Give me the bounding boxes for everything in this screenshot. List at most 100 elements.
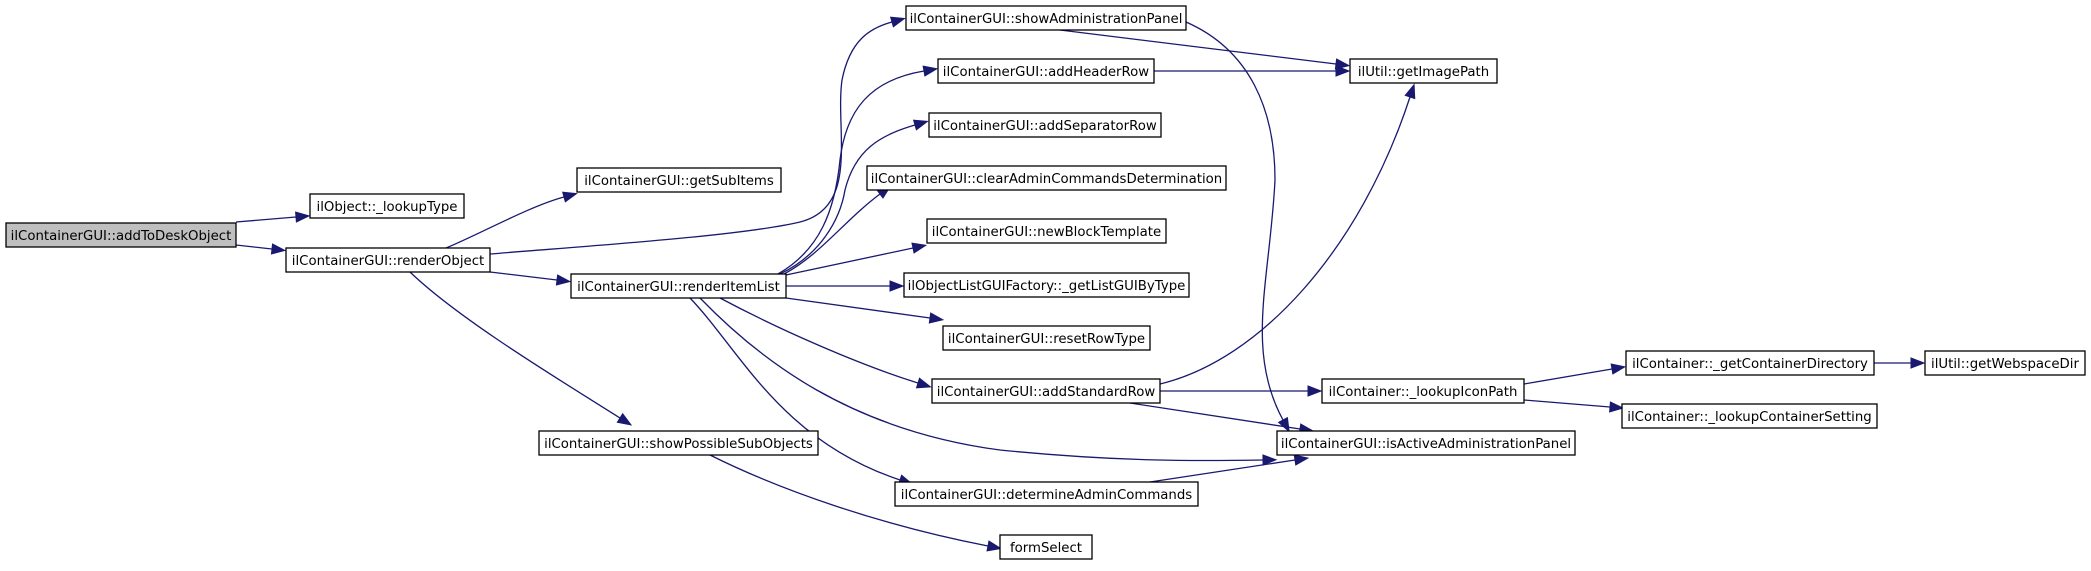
node-label: ilContainerGUI::isActiveAdministrationPa… bbox=[1281, 437, 1571, 452]
arrowhead-icon bbox=[889, 280, 905, 292]
node-label: ilContainerGUI::showPossibleSubObjects bbox=[544, 437, 813, 452]
edge-addToDeskObject-to-renderObject bbox=[235, 243, 287, 255]
edge-getContainerDirectory-to-getWebspaceDir bbox=[1874, 357, 1926, 369]
node-label: ilContainerGUI::getSubItems bbox=[584, 174, 774, 189]
node-box bbox=[1924, 350, 2086, 376]
arrowhead-icon bbox=[1404, 83, 1416, 100]
node-label: ilContainerGUI::addHeaderRow bbox=[943, 65, 1150, 80]
node-box bbox=[866, 165, 1227, 191]
node-getListGUIByType[interactable]: ilObjectListGUIFactory::_getListGUIByTyp… bbox=[903, 272, 1190, 298]
edge-line bbox=[699, 297, 1264, 462]
node-box bbox=[894, 481, 1199, 507]
edge-line bbox=[445, 196, 565, 249]
edge-line bbox=[777, 70, 925, 275]
node-box bbox=[538, 430, 819, 456]
node-getImagePath[interactable]: ilUtil::getImagePath bbox=[1349, 58, 1498, 84]
edge-renderItemList-to-isActiveAdministrationPanel bbox=[699, 297, 1278, 466]
node-lookupType[interactable]: ilObject::_lookupType bbox=[309, 193, 465, 219]
node-lookupContainerSetting[interactable]: ilContainer::_lookupContainerSetting bbox=[1621, 403, 1878, 429]
edge-line bbox=[235, 244, 273, 250]
arrowhead-icon bbox=[270, 243, 287, 255]
node-newBlockTemplate[interactable]: ilContainerGUI::newBlockTemplate bbox=[926, 218, 1167, 244]
edge-showAdministrationPanel-to-isActiveAdministrationPanel bbox=[1185, 21, 1290, 433]
node-box bbox=[570, 273, 787, 299]
edge-renderObject-to-getSubItems bbox=[445, 191, 578, 249]
node-box bbox=[903, 272, 1190, 298]
edge-renderItemList-to-clearAdminCommandsDetermination bbox=[783, 185, 892, 275]
node-label: ilContainerGUI::renderItemList bbox=[577, 280, 780, 295]
edge-line bbox=[719, 297, 919, 384]
edge-renderItemList-to-determineAdminCommands bbox=[689, 297, 914, 486]
node-label: ilUtil::getImagePath bbox=[1358, 65, 1489, 80]
arrowhead-icon bbox=[915, 377, 932, 389]
edge-renderObject-to-showAdministrationPanel bbox=[489, 16, 906, 255]
node-getSubItems[interactable]: ilContainerGUI::getSubItems bbox=[576, 167, 782, 193]
arrowhead-icon bbox=[928, 312, 945, 324]
node-showAdministrationPanel[interactable]: ilContainerGUI::showAdministrationPanel bbox=[905, 5, 1187, 31]
edge-renderItemList-to-addHeaderRow bbox=[777, 65, 939, 275]
edge-renderItemList-to-getListGUIByType bbox=[786, 280, 905, 292]
node-label: formSelect bbox=[1010, 541, 1082, 556]
node-isActiveAdministrationPanel[interactable]: ilContainerGUI::isActiveAdministrationPa… bbox=[1276, 430, 1576, 456]
edge-line bbox=[709, 454, 989, 547]
node-label: ilContainerGUI::clearAdminCommandsDeterm… bbox=[871, 172, 1222, 187]
node-lookupIconPath[interactable]: ilContainer::_lookupIconPath bbox=[1321, 378, 1525, 404]
edge-addToDeskObject-to-lookupType bbox=[235, 211, 311, 223]
edge-line bbox=[1523, 368, 1613, 385]
edge-determineAdminCommands-to-isActiveAdministrationPanel bbox=[1149, 454, 1310, 483]
edge-line bbox=[489, 21, 893, 255]
edge-addStandardRow-to-getImagePath bbox=[1159, 83, 1416, 385]
node-box bbox=[576, 167, 782, 193]
edge-addStandardRow-to-lookupIconPath bbox=[1160, 385, 1323, 397]
edge-line bbox=[785, 297, 931, 319]
node-label: ilContainerGUI::newBlockTemplate bbox=[932, 225, 1161, 240]
arrowhead-icon bbox=[1293, 454, 1310, 466]
node-box bbox=[1321, 378, 1525, 404]
edge-addHeaderRow-to-getImagePath bbox=[1154, 65, 1351, 77]
edge-line bbox=[409, 271, 621, 419]
edge-line bbox=[489, 271, 558, 281]
node-box bbox=[905, 5, 1187, 31]
arrowhead-icon bbox=[1335, 65, 1351, 77]
node-showPossibleSubObjects[interactable]: ilContainerGUI::showPossibleSubObjects bbox=[538, 430, 819, 456]
arrowhead-icon bbox=[562, 191, 578, 203]
edge-line bbox=[1129, 402, 1301, 430]
edge-renderItemList-to-resetRowType bbox=[785, 297, 945, 324]
node-box bbox=[1349, 58, 1498, 84]
arrowhead-icon bbox=[1277, 416, 1290, 433]
node-label: ilContainerGUI::renderObject bbox=[292, 254, 484, 269]
edge-line bbox=[1059, 29, 1337, 65]
arrowhead-icon bbox=[295, 211, 311, 223]
arrowhead-icon bbox=[1334, 58, 1351, 70]
edge-showPossibleSubObjects-to-formSelect bbox=[709, 454, 1003, 552]
node-label: ilContainer::_lookupContainerSetting bbox=[1627, 410, 1871, 425]
node-renderObject[interactable]: ilContainerGUI::renderObject bbox=[285, 247, 491, 273]
edge-showAdministrationPanel-to-getImagePath bbox=[1059, 29, 1351, 70]
edge-line bbox=[689, 297, 901, 481]
node-determineAdminCommands[interactable]: ilContainerGUI::determineAdminCommands bbox=[894, 481, 1199, 507]
edge-line bbox=[783, 193, 881, 275]
node-label: ilContainerGUI::determineAdminCommands bbox=[901, 488, 1193, 503]
node-box bbox=[942, 325, 1151, 351]
node-box bbox=[285, 247, 491, 273]
node-label: ilContainerGUI::addToDeskObject bbox=[11, 229, 232, 244]
arrowhead-icon bbox=[986, 540, 1003, 552]
node-getWebspaceDir[interactable]: ilUtil::getWebspaceDir bbox=[1924, 350, 2086, 376]
node-clearAdminCommandsDetermination[interactable]: ilContainerGUI::clearAdminCommandsDeterm… bbox=[866, 165, 1227, 191]
node-resetRowType[interactable]: ilContainerGUI::resetRowType bbox=[942, 325, 1151, 351]
arrowhead-icon bbox=[616, 412, 633, 426]
node-getContainerDirectory[interactable]: ilContainer::_getContainerDirectory bbox=[1625, 350, 1875, 376]
edge-line bbox=[235, 216, 297, 223]
node-label: ilObject::_lookupType bbox=[317, 200, 458, 215]
arrowhead-icon bbox=[889, 16, 906, 28]
node-formSelect[interactable]: formSelect bbox=[999, 534, 1093, 560]
node-renderItemList[interactable]: ilContainerGUI::renderItemList bbox=[570, 273, 787, 299]
edge-renderItemList-to-newBlockTemplate bbox=[785, 242, 928, 276]
arrowhead-icon bbox=[1609, 401, 1625, 413]
node-addHeaderRow[interactable]: ilContainerGUI::addHeaderRow bbox=[937, 58, 1155, 84]
edge-line bbox=[1523, 399, 1611, 408]
arrowhead-icon bbox=[1910, 357, 1926, 369]
node-addSeparatorRow[interactable]: ilContainerGUI::addSeparatorRow bbox=[928, 112, 1162, 138]
node-addStandardRow[interactable]: ilContainerGUI::addStandardRow bbox=[931, 378, 1161, 404]
